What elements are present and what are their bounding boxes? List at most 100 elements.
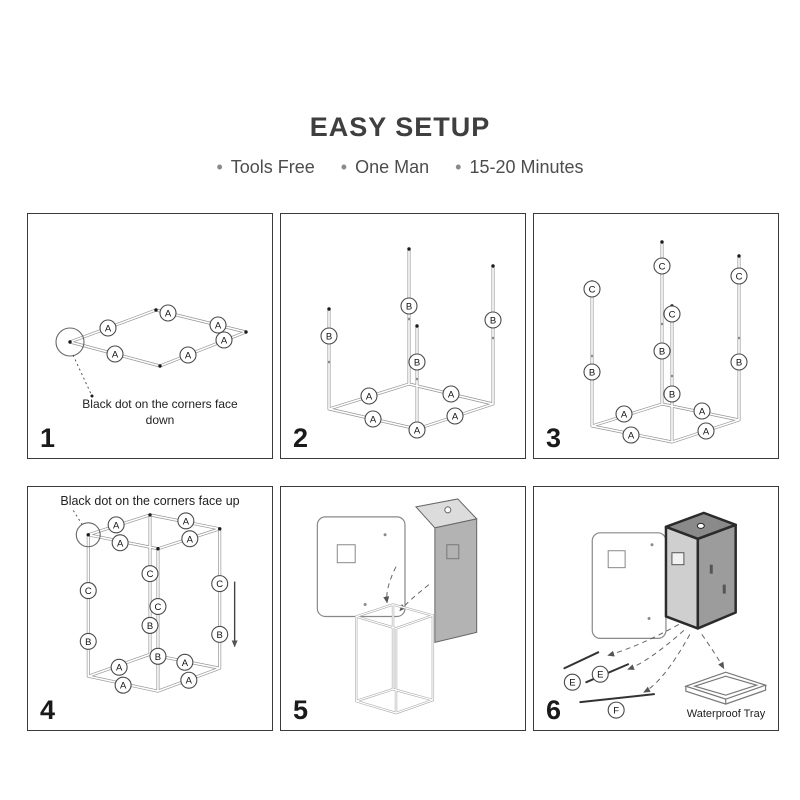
svg-text:B: B xyxy=(217,630,223,641)
step6-number: 6 xyxy=(546,695,562,725)
part-label-b: B xyxy=(400,297,418,315)
part-label-b: B xyxy=(730,353,748,371)
svg-text:A: A xyxy=(105,324,112,335)
part-label-a: A xyxy=(360,387,378,405)
svg-text:A: A xyxy=(221,336,228,347)
step-panel-2: B B B B A A A A A 2 xyxy=(280,213,526,459)
part-label-a: A xyxy=(179,346,197,364)
step6-illustration: E E F xyxy=(563,511,768,719)
part-label-b: B xyxy=(320,327,338,345)
svg-text:A: A xyxy=(120,681,127,692)
feature-label: One Man xyxy=(355,157,430,177)
svg-text:A: A xyxy=(116,663,123,674)
svg-text:A: A xyxy=(165,309,172,320)
svg-text:C: C xyxy=(147,569,154,580)
part-label-b: B xyxy=(663,385,681,403)
part-label-a: A xyxy=(177,512,195,530)
part-label-b: B xyxy=(79,632,97,650)
corner-highlight-circle xyxy=(55,327,85,357)
step3-number: 3 xyxy=(546,423,562,453)
vent-hole xyxy=(444,506,452,514)
svg-text:B: B xyxy=(326,332,332,343)
svg-text:A: A xyxy=(448,390,455,401)
svg-text:C: C xyxy=(659,262,666,273)
part-label-a: A xyxy=(408,421,426,439)
part-label-a: A xyxy=(99,319,117,337)
svg-text:E: E xyxy=(597,670,603,681)
part-label-c: C xyxy=(141,565,159,583)
part-label-a: A xyxy=(110,658,128,676)
part-label-e: E xyxy=(563,673,581,691)
svg-text:F: F xyxy=(613,706,619,717)
svg-text:A: A xyxy=(186,676,193,687)
part-label-a: A xyxy=(442,385,460,403)
step-panel-5: 5 xyxy=(280,486,526,731)
steps-grid: A A A A A A Black dot on the corners fac… xyxy=(27,213,779,731)
complete-frame xyxy=(86,513,222,693)
part-label-c: C xyxy=(663,305,681,323)
svg-text:A: A xyxy=(699,407,706,418)
part-label-b: B xyxy=(141,616,159,634)
accessory-arrow xyxy=(627,630,685,670)
annotation-leader-line xyxy=(72,354,93,397)
part-label-b: B xyxy=(653,342,671,360)
feature-one-man: • One Man xyxy=(341,157,429,178)
step4-illustration: A A A A C C C C B B B B A A A A xyxy=(71,508,238,694)
svg-text:C: C xyxy=(216,579,223,590)
svg-text:C: C xyxy=(736,272,743,283)
svg-text:A: A xyxy=(215,321,222,332)
support-pole-f xyxy=(579,693,656,704)
svg-text:A: A xyxy=(370,415,377,426)
part-label-c: C xyxy=(79,582,97,600)
part-label-e: E xyxy=(591,665,609,683)
part-label-b: B xyxy=(583,363,601,381)
accessory-arrow xyxy=(701,634,725,670)
leader-end-dot xyxy=(90,394,94,398)
svg-text:C: C xyxy=(155,602,162,613)
frame-wireframe-box xyxy=(354,603,435,715)
part-label-b: B xyxy=(149,647,167,665)
part-label-c: C xyxy=(149,597,167,616)
part-label-a: A xyxy=(364,410,382,428)
svg-text:B: B xyxy=(155,652,161,663)
fabric-cover-folded xyxy=(414,498,478,643)
part-label-b: B xyxy=(484,311,502,329)
part-label-a: A xyxy=(114,676,132,694)
svg-text:A: A xyxy=(366,392,373,403)
step-panel-4: A A A A C C C C B B B B A A A A Black do… xyxy=(27,486,273,731)
part-label-a: A xyxy=(181,530,199,548)
part-label-a: A xyxy=(693,402,711,420)
step3-illustration: C C C C B B B B A A A A xyxy=(583,240,748,444)
svg-text:B: B xyxy=(659,347,665,358)
feature-minutes: • 15-20 Minutes xyxy=(455,157,583,178)
placement-arrow xyxy=(399,584,430,612)
step4-annotation: Black dot on the corners face up xyxy=(60,494,240,508)
step5-number: 5 xyxy=(293,695,309,725)
svg-text:B: B xyxy=(414,358,420,369)
svg-text:B: B xyxy=(147,621,153,632)
bullet-icon: • xyxy=(455,157,462,177)
svg-text:A: A xyxy=(621,410,628,421)
step1-illustration: A A A A A A xyxy=(55,304,248,398)
svg-text:A: A xyxy=(183,516,190,527)
step-panel-6: E E F Waterproof Tray 6 xyxy=(533,486,779,731)
tray-label: Waterproof Tray xyxy=(686,708,766,720)
svg-text:A: A xyxy=(414,426,421,437)
svg-text:A: A xyxy=(112,350,119,361)
svg-text:B: B xyxy=(589,368,595,379)
svg-text:B: B xyxy=(490,316,496,327)
fabric-cover-flat xyxy=(591,532,667,639)
page-title: EASY SETUP xyxy=(309,112,491,142)
svg-text:A: A xyxy=(117,538,124,549)
part-label-a: A xyxy=(111,534,129,552)
part-label-b: B xyxy=(408,353,426,371)
part-label-c: C xyxy=(730,267,748,285)
step-panel-1: A A A A A A Black dot on the corners fac… xyxy=(27,213,273,459)
frame-with-c-extensions xyxy=(590,240,741,444)
svg-text:A: A xyxy=(185,351,192,362)
step1-annotation: Black dot on the corners face down xyxy=(82,397,238,428)
svg-text:A: A xyxy=(182,658,189,669)
waterproof-tray xyxy=(684,671,768,705)
part-label-a: A xyxy=(107,516,125,534)
